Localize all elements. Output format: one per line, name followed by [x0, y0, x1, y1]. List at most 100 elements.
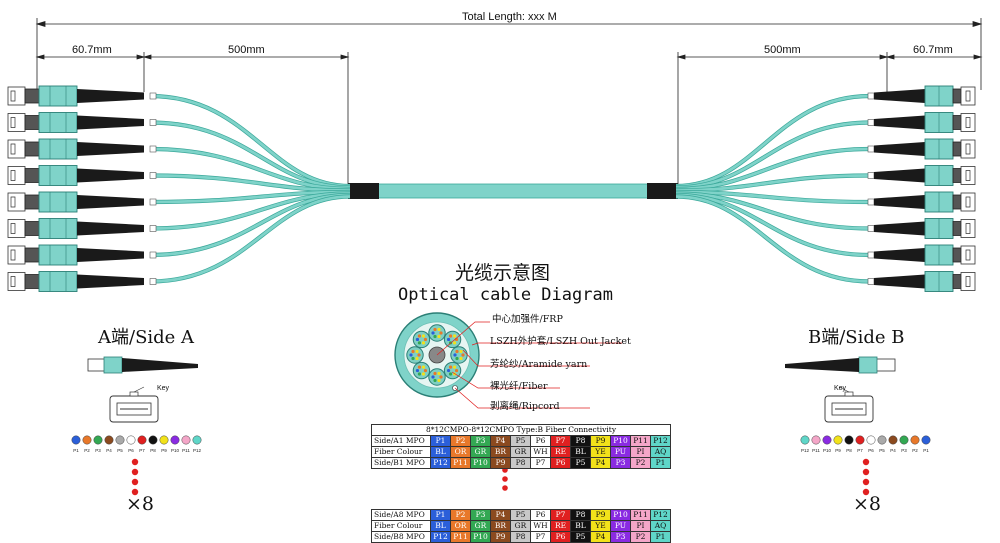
fiber-dot [855, 435, 865, 445]
row-label: Side/A1 MPO [371, 435, 431, 447]
table-cell: GR [470, 446, 491, 458]
leader-line [471, 342, 622, 346]
multiplier-b: ×8 [853, 493, 882, 515]
sub-unit [443, 361, 462, 380]
table-cell: PI [630, 446, 651, 458]
table-cell: P6 [550, 457, 571, 469]
breakout-boot-left [348, 183, 379, 199]
table-cell: P6 [530, 435, 551, 447]
sub-unit [406, 346, 424, 364]
table-cell: P4 [490, 435, 511, 447]
leader-line [436, 321, 490, 356]
table-cell: AQ [650, 520, 671, 532]
table-cell: P10 [470, 457, 491, 469]
table-cell: P2 [450, 435, 471, 447]
mpo-connector-left [7, 165, 144, 186]
key-notch [129, 391, 139, 397]
fiber-dot-label: P4 [890, 448, 896, 453]
fiber-dot-label: P9 [161, 448, 167, 453]
table-cell: P7 [550, 435, 571, 447]
table-cell: AQ [650, 446, 671, 458]
leg-marker-right [867, 198, 875, 206]
fiber-dot-label: P8 [150, 448, 156, 453]
fiber-dot-label: P11 [812, 448, 820, 453]
table-cell: P5 [570, 531, 591, 543]
table-cell: BR [490, 446, 511, 458]
table-cell: RE [550, 446, 571, 458]
fiber-dot-label: P2 [912, 448, 918, 453]
table-cell: P9 [490, 457, 511, 469]
breakout-boot-right [647, 183, 678, 199]
table-cell: P7 [530, 457, 551, 469]
breakout-leg-right [675, 174, 871, 192]
table-cell: P3 [470, 435, 491, 447]
key-notch [844, 391, 854, 397]
leg-marker-right [867, 119, 875, 126]
mpo-connector-left [7, 138, 144, 160]
table-ellipsis [502, 458, 508, 491]
table-cell: P5 [510, 435, 531, 447]
table-cell: P5 [570, 457, 591, 469]
table-cell: OR [450, 520, 471, 532]
table-cell: P11 [450, 457, 471, 469]
fiber-dot [877, 435, 887, 445]
dimension-lines [35, 18, 983, 186]
table-cell: P7 [530, 531, 551, 543]
table-cell: GR [510, 520, 531, 532]
breakout-leg-left [149, 147, 351, 191]
xsec-label-ripcord: 剥离绳/Ripcord [490, 401, 560, 412]
leg-marker-left [149, 145, 157, 153]
table-cell: P7 [550, 509, 571, 521]
table-cell: P11 [450, 531, 471, 543]
side-a-label: A端/Side A [98, 327, 195, 348]
leg-marker-left [149, 172, 157, 179]
table-cell: P8 [510, 531, 531, 543]
row-label: Fiber Colour [371, 446, 431, 458]
fiber-dot [910, 435, 920, 445]
fiber-dot [844, 435, 854, 445]
breakout-leg-left [149, 192, 351, 230]
table-cell: P6 [530, 509, 551, 521]
sub-unit [412, 330, 431, 349]
dim-right-connector: 60.7mm [913, 44, 953, 56]
fiber-dot-label: P5 [117, 448, 123, 453]
ellipsis-dot [862, 458, 870, 466]
sub-unit [443, 330, 462, 349]
table-cell: P2 [630, 531, 651, 543]
leg-marker-left [149, 225, 157, 232]
ellipsis-dot [131, 478, 139, 486]
fiber-dot [115, 435, 125, 445]
fiber-dot-label: P1 [923, 448, 929, 453]
fiber-dot [170, 435, 180, 445]
fiber-dot [192, 435, 202, 445]
table-cell: YE [590, 520, 611, 532]
table-cell: P4 [590, 531, 611, 543]
table-title: 8*12CMPO-8*12CMPO Type:B Fiber Connectiv… [371, 424, 671, 436]
ellipsis-dot [131, 468, 139, 476]
fiber-dot [148, 435, 158, 445]
mpo-connector-right [874, 85, 976, 107]
fiber-connectivity-table: 8*12CMPO-8*12CMPO Type:B Fiber Connectiv… [371, 424, 671, 543]
fiber-dot-label: P12 [193, 448, 202, 453]
table-cell: P12 [430, 531, 451, 543]
side-b-label: B端/Side B [808, 327, 905, 348]
table-cell: GR [470, 520, 491, 532]
fiber-dot [82, 435, 92, 445]
fiber-dot-label: P3 [901, 448, 907, 453]
leader-line [454, 387, 590, 409]
table-cell: P9 [490, 531, 511, 543]
breakout-leg-left [149, 195, 351, 283]
table-cell: P1 [650, 531, 671, 543]
fiber-dot [899, 435, 909, 445]
breakout-leg-left [149, 190, 351, 204]
mpo-connector-left [7, 85, 144, 107]
sub-unit [412, 361, 431, 380]
table-cell: P3 [610, 531, 631, 543]
diagram-title-en: Optical cable Diagram [398, 285, 613, 305]
breakout-leg-right [675, 193, 871, 257]
ellipsis-dot [862, 478, 870, 486]
breakout-leg-left [149, 174, 351, 192]
